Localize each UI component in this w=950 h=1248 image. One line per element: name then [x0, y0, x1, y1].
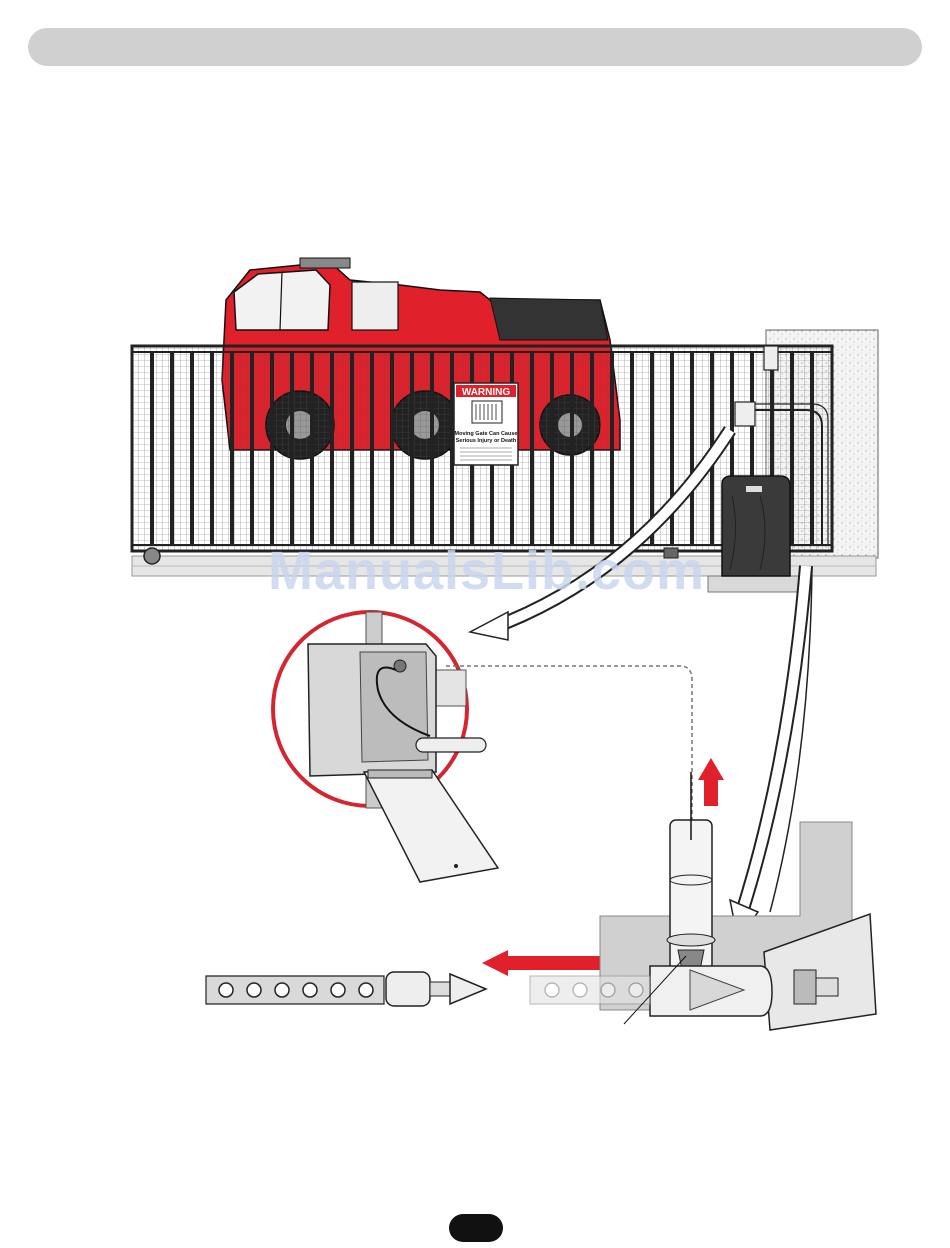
watermark: ManualsLib.com — [268, 540, 705, 602]
page-number-pill — [449, 1214, 503, 1242]
drive-chain-right — [530, 976, 650, 1004]
pull-up-arrow — [698, 758, 724, 806]
release-box-detail — [273, 612, 498, 882]
drive-chain-left — [206, 972, 486, 1006]
cable-route — [446, 666, 692, 840]
warning-line1: Moving Gate Can Cause — [455, 431, 518, 437]
warning-sign: WARNING Moving Gate Can Cause Serious In… — [454, 383, 518, 465]
warning-line2: Serious Injury or Death — [456, 438, 517, 444]
warning-title: WARNING — [462, 387, 511, 398]
